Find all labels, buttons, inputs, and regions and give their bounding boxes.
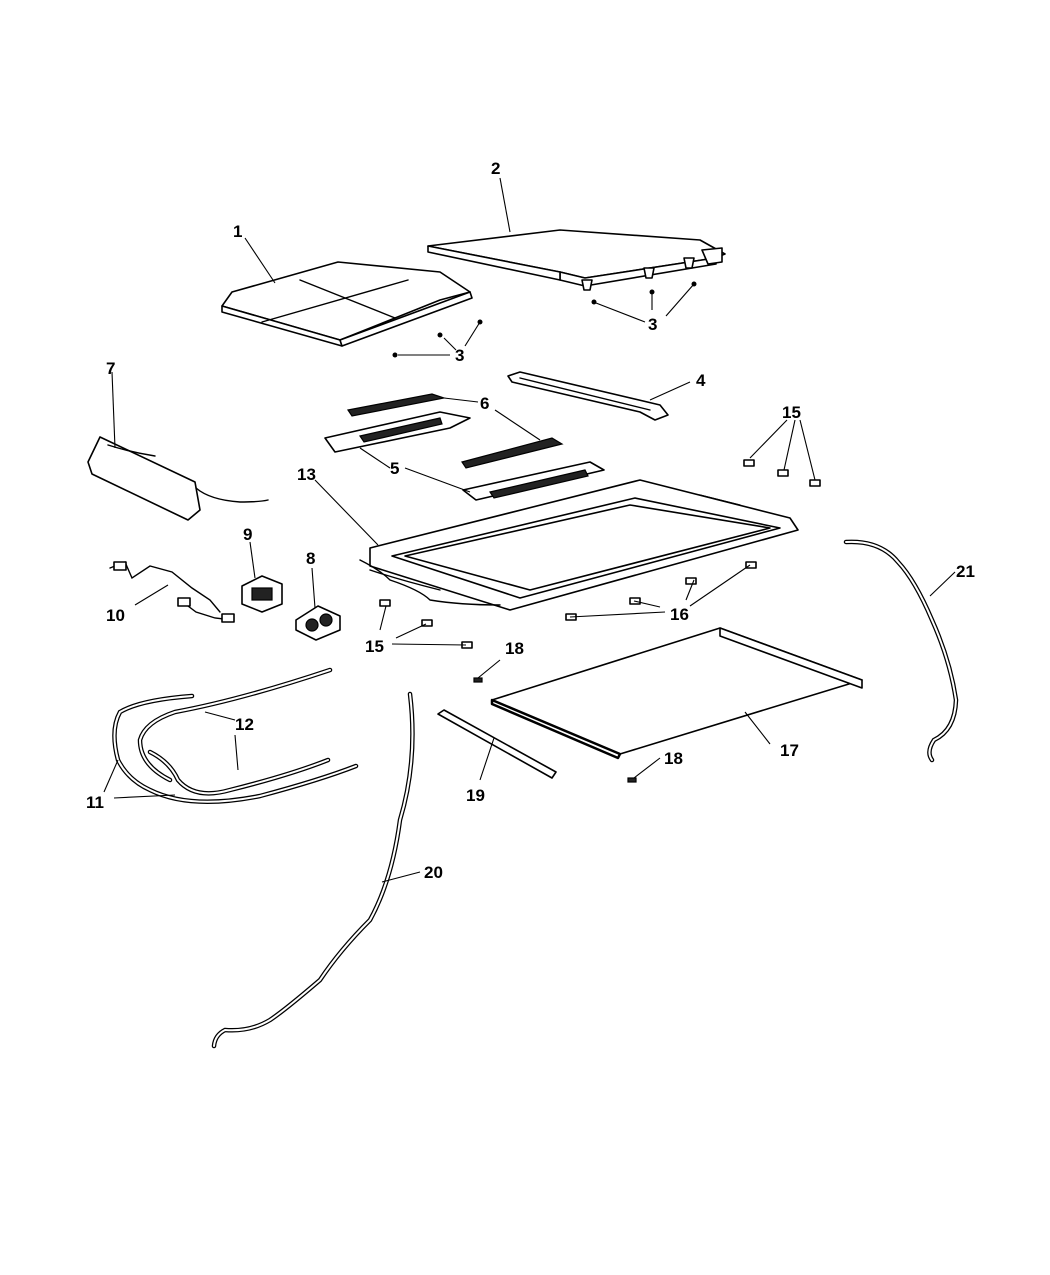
callouts: 1 2 3 3 4 5 6 7 8 9 10 11 12 13 15 15 16… bbox=[86, 159, 975, 882]
trim-strip bbox=[437, 709, 557, 779]
front-drain-tubes bbox=[112, 667, 359, 804]
callout-21: 21 bbox=[956, 562, 975, 581]
callout-9: 9 bbox=[243, 525, 252, 544]
shade-motor bbox=[295, 605, 341, 641]
callout-20: 20 bbox=[424, 863, 443, 882]
callout-19: 19 bbox=[466, 786, 485, 805]
callout-2: 2 bbox=[491, 159, 500, 178]
rear-drain-tube-left bbox=[211, 691, 415, 1049]
callout-6: 6 bbox=[480, 394, 489, 413]
callout-7: 7 bbox=[106, 359, 115, 378]
sunroof-motor bbox=[241, 575, 283, 613]
sunroof-frame bbox=[359, 479, 799, 611]
callout-3b: 3 bbox=[648, 315, 657, 334]
callout-11: 11 bbox=[86, 793, 104, 812]
callout-8: 8 bbox=[306, 549, 315, 568]
callout-17: 17 bbox=[780, 741, 799, 760]
front-glass-panel bbox=[221, 261, 473, 347]
callout-18b: 18 bbox=[664, 749, 683, 768]
callout-1: 1 bbox=[233, 222, 242, 241]
wiring-harness bbox=[109, 561, 235, 623]
rear-trim-panel bbox=[87, 436, 269, 521]
callout-3a: 3 bbox=[455, 346, 464, 365]
rear-glass-panel bbox=[427, 229, 726, 291]
mechanism-rails-lower bbox=[324, 411, 605, 501]
sunshade bbox=[490, 627, 863, 760]
callout-12: 12 bbox=[235, 715, 254, 734]
wind-deflector bbox=[507, 371, 669, 421]
leader-lines bbox=[103, 177, 956, 883]
callout-15b: 15 bbox=[365, 637, 384, 656]
callout-5: 5 bbox=[390, 459, 399, 478]
callout-18a: 18 bbox=[505, 639, 524, 658]
callout-10: 10 bbox=[106, 606, 125, 625]
callout-4: 4 bbox=[696, 371, 706, 390]
callout-16: 16 bbox=[670, 605, 689, 624]
rear-drain-tube-right bbox=[843, 539, 959, 763]
callout-15a: 15 bbox=[782, 403, 801, 422]
callout-13: 13 bbox=[297, 465, 316, 484]
